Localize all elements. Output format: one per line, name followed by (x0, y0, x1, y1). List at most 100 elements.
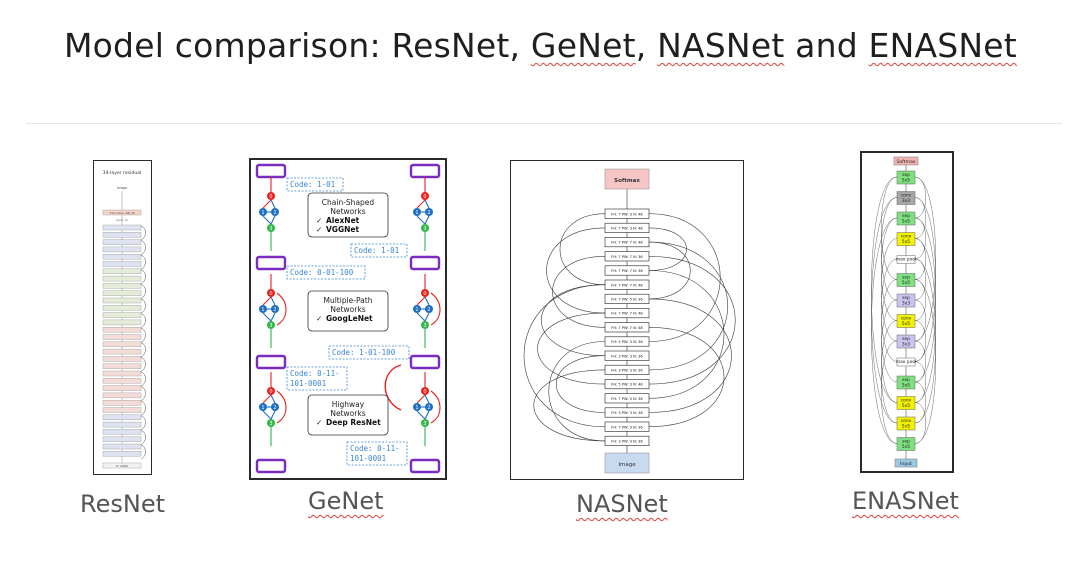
enasnet-op-label: sep (902, 173, 910, 178)
nasnet-skip-connection (537, 312, 606, 385)
genet-node (271, 305, 279, 313)
genet-node-number: 2 (273, 405, 276, 411)
resnet-conv1 (102, 209, 142, 216)
nasnet-cell-label: FH: 7 PW: 7 N: 48 (611, 283, 643, 287)
nasnet-cell (604, 279, 650, 290)
resnet-layer (102, 261, 142, 267)
caption-nasnet: NASNet (576, 490, 668, 518)
enasnet-op-label: 3x3 (902, 198, 910, 204)
enasnet-op-label: 5x5 (902, 382, 910, 388)
genet-node-number: 0 (423, 389, 426, 395)
enasnet-op-label: sep (902, 276, 910, 281)
enasnet-op-label: 5x5 (902, 280, 910, 286)
resnet-layer (102, 297, 142, 304)
enasnet-skip-connection (914, 320, 926, 362)
resnet-skip-connection (140, 327, 146, 343)
genet-node (267, 321, 275, 329)
enasnet-op (896, 293, 916, 308)
resnet-skip-connection (140, 298, 146, 314)
resnet-layer (102, 326, 142, 333)
resnet-skip-connection (140, 284, 146, 299)
genet-code: 101-0001 (290, 379, 326, 388)
genet-edge (262, 199, 272, 209)
genet-edge (424, 410, 430, 420)
resnet-layer (102, 275, 142, 282)
enasnet-op-label: 5x5 (902, 403, 910, 409)
nasnet-cell (604, 379, 650, 390)
genet-code: Code: 0-11- (350, 444, 400, 453)
genet-stage1-check: ✓ (316, 216, 322, 225)
resnet-last-layer: fc 1000 (116, 464, 127, 468)
nasnet-cell (604, 293, 650, 304)
nasnet-cell-label: FH: 7 PW: 3 N: 36 (611, 425, 643, 429)
nasnet-cell (604, 222, 650, 233)
enasnet-op-label: 5x5 (902, 177, 910, 183)
title-part: GeNet (530, 26, 636, 65)
enasnet-op (896, 211, 916, 226)
genet-stage-node (409, 458, 441, 474)
genet-edge (270, 312, 276, 322)
resnet-title: 34-layer residual (103, 170, 142, 176)
enasnet-op (896, 232, 916, 246)
nasnet-cell-label: FH: 7 PW: 5 N: 36 (611, 397, 643, 401)
enasnet-skip-connection (914, 402, 926, 444)
resnet-layer (102, 436, 142, 442)
genet-stage1-item: AlexNet (326, 216, 360, 225)
enasnet-op-label: conv (901, 235, 912, 240)
genet-node (413, 305, 421, 313)
genet-stage3-check: ✓ (316, 418, 322, 427)
resnet-layer (102, 348, 142, 355)
resnet-layer (102, 319, 142, 326)
title-part: and (784, 26, 869, 65)
nasnet-cell-label: FH: 5 PW: 3 N: 36 (611, 340, 643, 344)
genet-node-number: 3 (423, 323, 426, 329)
nasnet-cell-label: FH: 7 PW: 7 N: 48 (611, 241, 643, 245)
genet-stage2-box (307, 290, 389, 332)
enasnet-skip-connection (881, 320, 898, 424)
genet-edge (270, 215, 276, 225)
genet-node (425, 305, 433, 313)
enasnet-op-label: 5x5 (902, 218, 910, 224)
nasnet-cell (604, 237, 650, 248)
genet-edge (416, 296, 426, 306)
enasnet-skip-connection (881, 340, 898, 444)
resnet-layer (102, 407, 142, 413)
genet-stage3-item: Deep ResNet (326, 418, 381, 427)
genet-code-box (328, 345, 410, 360)
genet-node-number: 3 (423, 226, 426, 232)
enasnet-op (896, 255, 916, 264)
nasnet-cell-label: FH: 7 PW: 5 N: 36 (611, 298, 643, 302)
genet-stage1-item: VGGNet (326, 225, 359, 234)
enasnet-op-label: conv (901, 317, 912, 322)
enasnet-op-label: sep (902, 440, 910, 445)
enasnet-input-box (894, 458, 918, 468)
nasnet-skip-connection (540, 284, 606, 356)
genet-stage-node (409, 255, 441, 271)
genet-stage3-title: Networks (330, 409, 365, 418)
enasnet-skip-connection (914, 340, 926, 383)
genet-stage-node (255, 163, 287, 179)
genet-stage1-title: Chain-Shaped (322, 198, 375, 207)
nasnet-cell-label: FH: 7 PW: 7 N: 48 (611, 312, 643, 316)
resnet-layer (102, 370, 142, 377)
nasnet-skip-connection (555, 355, 606, 413)
nasnet-cell-label: FH: 5 PW: 3 N: 48 (611, 383, 643, 387)
enasnet-op-label: max pool (896, 359, 916, 365)
genet-stage1-check: ✓ (316, 225, 322, 234)
enasnet-op-label: sep (902, 378, 910, 383)
nasnet-cell-label: FH: 3 PW: 3 N: 36 (611, 440, 643, 444)
resnet-layer (102, 414, 142, 421)
genet-edge (270, 296, 276, 306)
genet-edge (270, 410, 276, 420)
genet-node-number: 0 (269, 194, 272, 200)
genet-code: Code: 1-01 (354, 246, 399, 255)
enasnet-op-label: 5x5 (902, 444, 910, 450)
nasnet-cell (604, 322, 650, 333)
resnet-layer (102, 246, 142, 253)
genet-node (421, 224, 429, 232)
enasnet-op-label: 3x3 (902, 300, 910, 306)
nasnet-cell-label: FH: 7 PW: 3 N: 48 (611, 212, 643, 216)
enasnet-skip-connection (914, 197, 936, 362)
